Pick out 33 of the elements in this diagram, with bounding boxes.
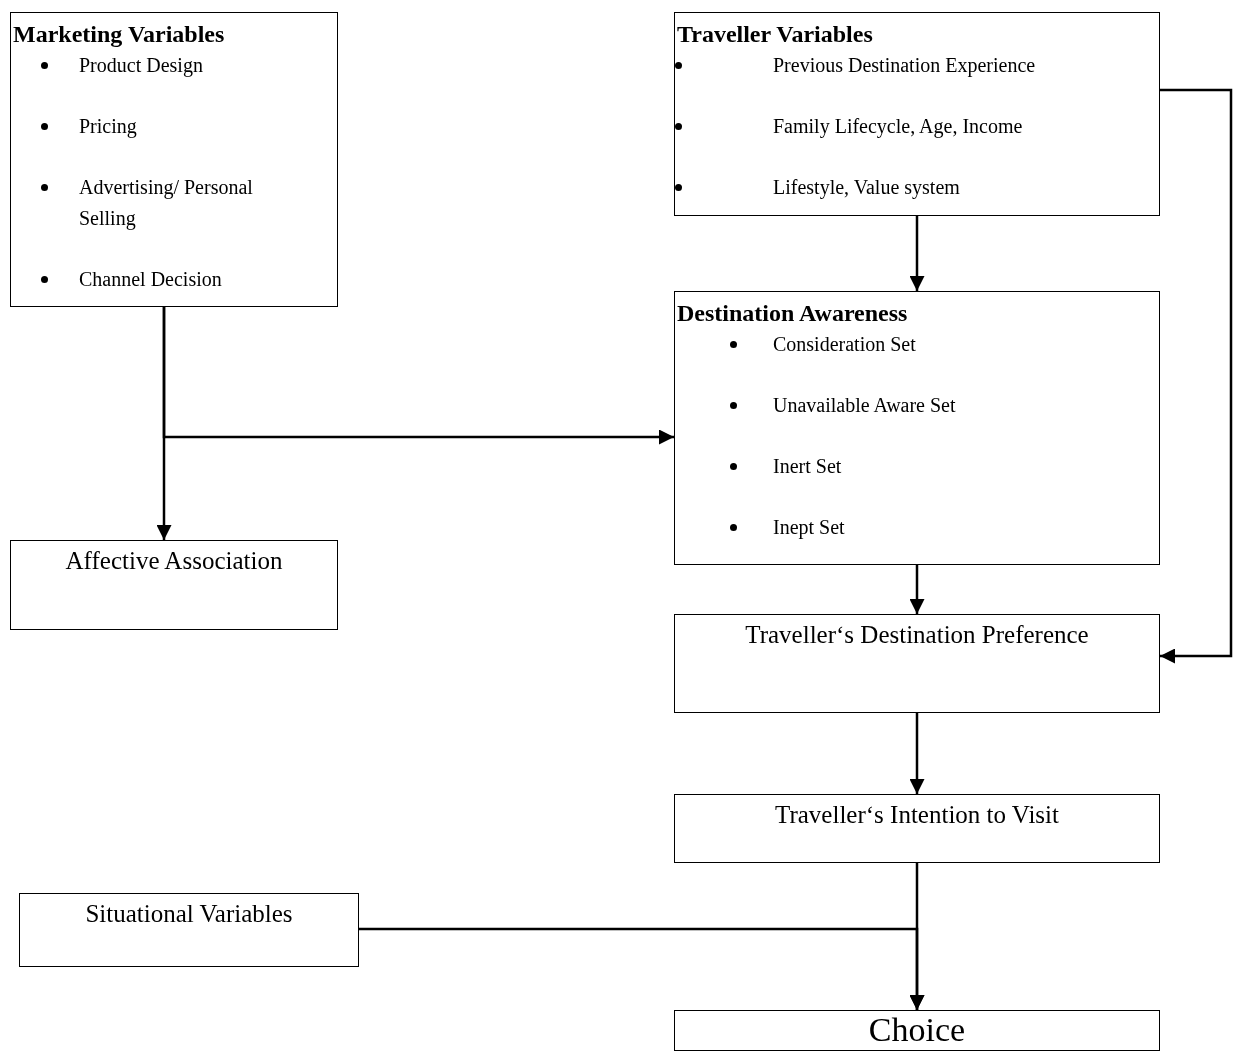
list-box [10,12,338,307]
process-box [674,794,1160,863]
process-box [674,1010,1160,1051]
box-label: Affective Association [64,546,284,576]
bullet-item: Channel Decision [79,267,223,292]
arrow [909,713,925,794]
arrow [156,307,172,540]
box-label: Traveller‘s Destination Preference [744,620,1090,650]
bullet-item: Advertising/ Personal Selling [79,175,254,232]
arrow [909,216,925,291]
bullet-item: Previous Destination Experience [773,53,1037,79]
process-box [10,540,338,630]
box-label: Traveller‘s Intention to Visit [774,800,1060,830]
bullet-item: Unavailable Aware Set [773,393,957,418]
bullet-item: Pricing [79,114,138,140]
arrow [1160,88,1233,664]
box-heading: Traveller Variables [677,20,873,49]
bullet-item: Product Design [79,53,204,79]
bullet-item: Inept Set [773,515,846,541]
bullet-item: Family Lifecycle, Age, Income [773,114,1024,140]
process-box [19,893,359,967]
bullet-item: Consideration Set [773,332,917,357]
box-label: Situational Variables [84,899,294,929]
box-heading: Marketing Variables [13,20,225,49]
choice-label: Choice [867,1010,967,1050]
list-box [674,12,1160,216]
bullet-item: Inert Set [773,454,843,479]
arrow [359,927,925,1010]
arrow [909,565,925,614]
bullet-item: Lifestyle, Value system [773,175,961,201]
process-box [674,614,1160,713]
list-box [674,291,1160,565]
box-heading: Destination Awareness [677,299,908,328]
